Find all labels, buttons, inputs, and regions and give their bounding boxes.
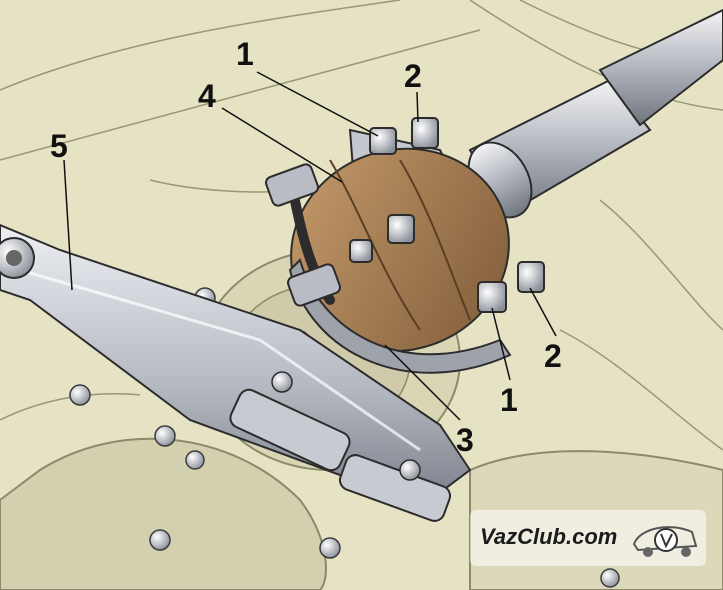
- watermark-text: VazClub.com: [480, 524, 618, 549]
- callout-1-bottom: 1: [500, 382, 518, 418]
- clamp-band: [265, 163, 512, 374]
- background-body: [0, 0, 723, 451]
- callout-4: 4: [198, 78, 216, 114]
- callout-2-bottom: 2: [544, 338, 562, 374]
- reaction-arm: [0, 223, 472, 522]
- callout-1-top: 1: [236, 36, 254, 72]
- callout-3: 3: [456, 422, 474, 458]
- coupling-bolts: [349, 117, 545, 313]
- car-logo-icon: [632, 526, 698, 557]
- callout-5: 5: [50, 128, 68, 164]
- leader-lines: [63, 71, 557, 421]
- watermark: VazClub.com: [470, 510, 706, 566]
- callout-2-top: 2: [404, 58, 422, 94]
